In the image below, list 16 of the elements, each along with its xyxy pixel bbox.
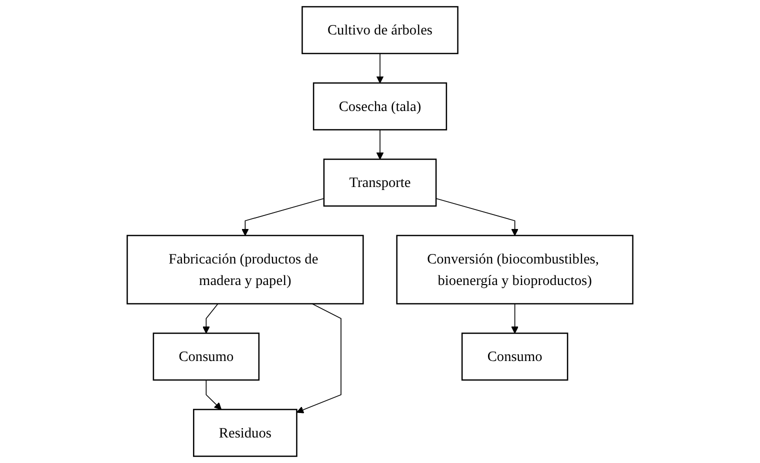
node-box: Consumo (461, 332, 568, 381)
arrow (436, 198, 519, 236)
arrow (376, 129, 384, 160)
arrow (206, 380, 222, 410)
node-box: Conversión (biocombustibles, bioenergía y bioproductos) (396, 234, 634, 304)
arrow (376, 53, 384, 84)
arrow (202, 303, 218, 334)
node-box: Transporte (323, 158, 437, 207)
arrow (241, 198, 324, 236)
node-box: Residuos (193, 408, 298, 457)
node-box: Fabricación (productos de madera y papel) (126, 234, 364, 304)
node-box: Consumo (152, 332, 260, 381)
node-box: Cultivo de árboles (302, 6, 458, 54)
arrow (511, 303, 519, 334)
arrow (296, 303, 342, 414)
node-box: Cosecha (tala) (312, 82, 448, 130)
